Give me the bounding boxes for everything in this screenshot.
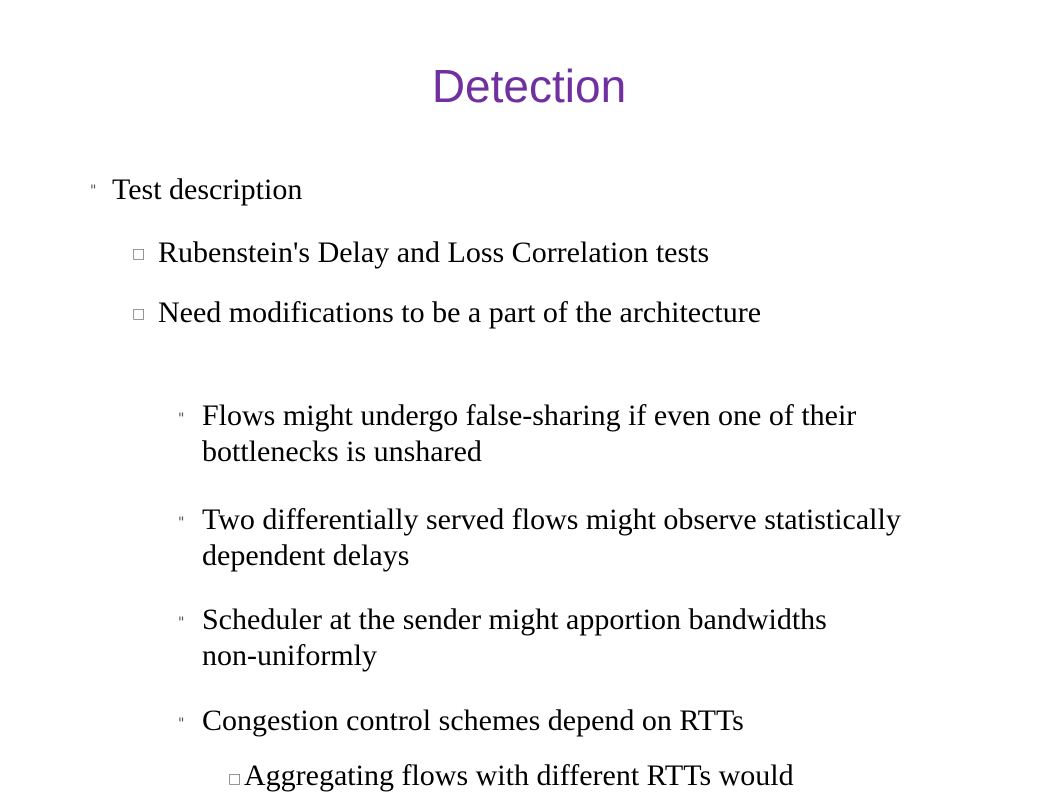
sub-bullet-marker: □ (132, 306, 146, 322)
bullet-false-sharing: Flows might undergo false-sharing if eve… (202, 399, 857, 468)
sub-sub-bullet-marker: " (178, 716, 185, 732)
bullet-aggregating-flows: Aggregating flows with different RTTs wo… (244, 759, 794, 792)
sub-sub-sub-bullet-marker: □ (228, 771, 242, 787)
bullet-rubenstein-tests: Rubenstein's Delay and Loss Correlation … (158, 236, 710, 269)
sub-sub-bullet-marker: " (178, 411, 185, 427)
bullet-marker: " (90, 183, 97, 199)
bullet-test-description: Test description (112, 173, 303, 206)
sub-sub-bullet-marker: " (178, 515, 185, 531)
bullet-need-modifications: Need modifications to be a part of the a… (158, 296, 762, 329)
slide-title: Detection (431, 60, 627, 112)
sub-sub-bullet-marker: " (178, 615, 185, 631)
bullet-scheduler: Scheduler at the sender might apportion … (202, 603, 827, 672)
bullet-congestion-control: Congestion control schemes depend on RTT… (202, 704, 744, 737)
sub-bullet-marker: □ (132, 246, 146, 262)
bullet-differentially-served: Two differentially served flows might ob… (202, 503, 901, 572)
